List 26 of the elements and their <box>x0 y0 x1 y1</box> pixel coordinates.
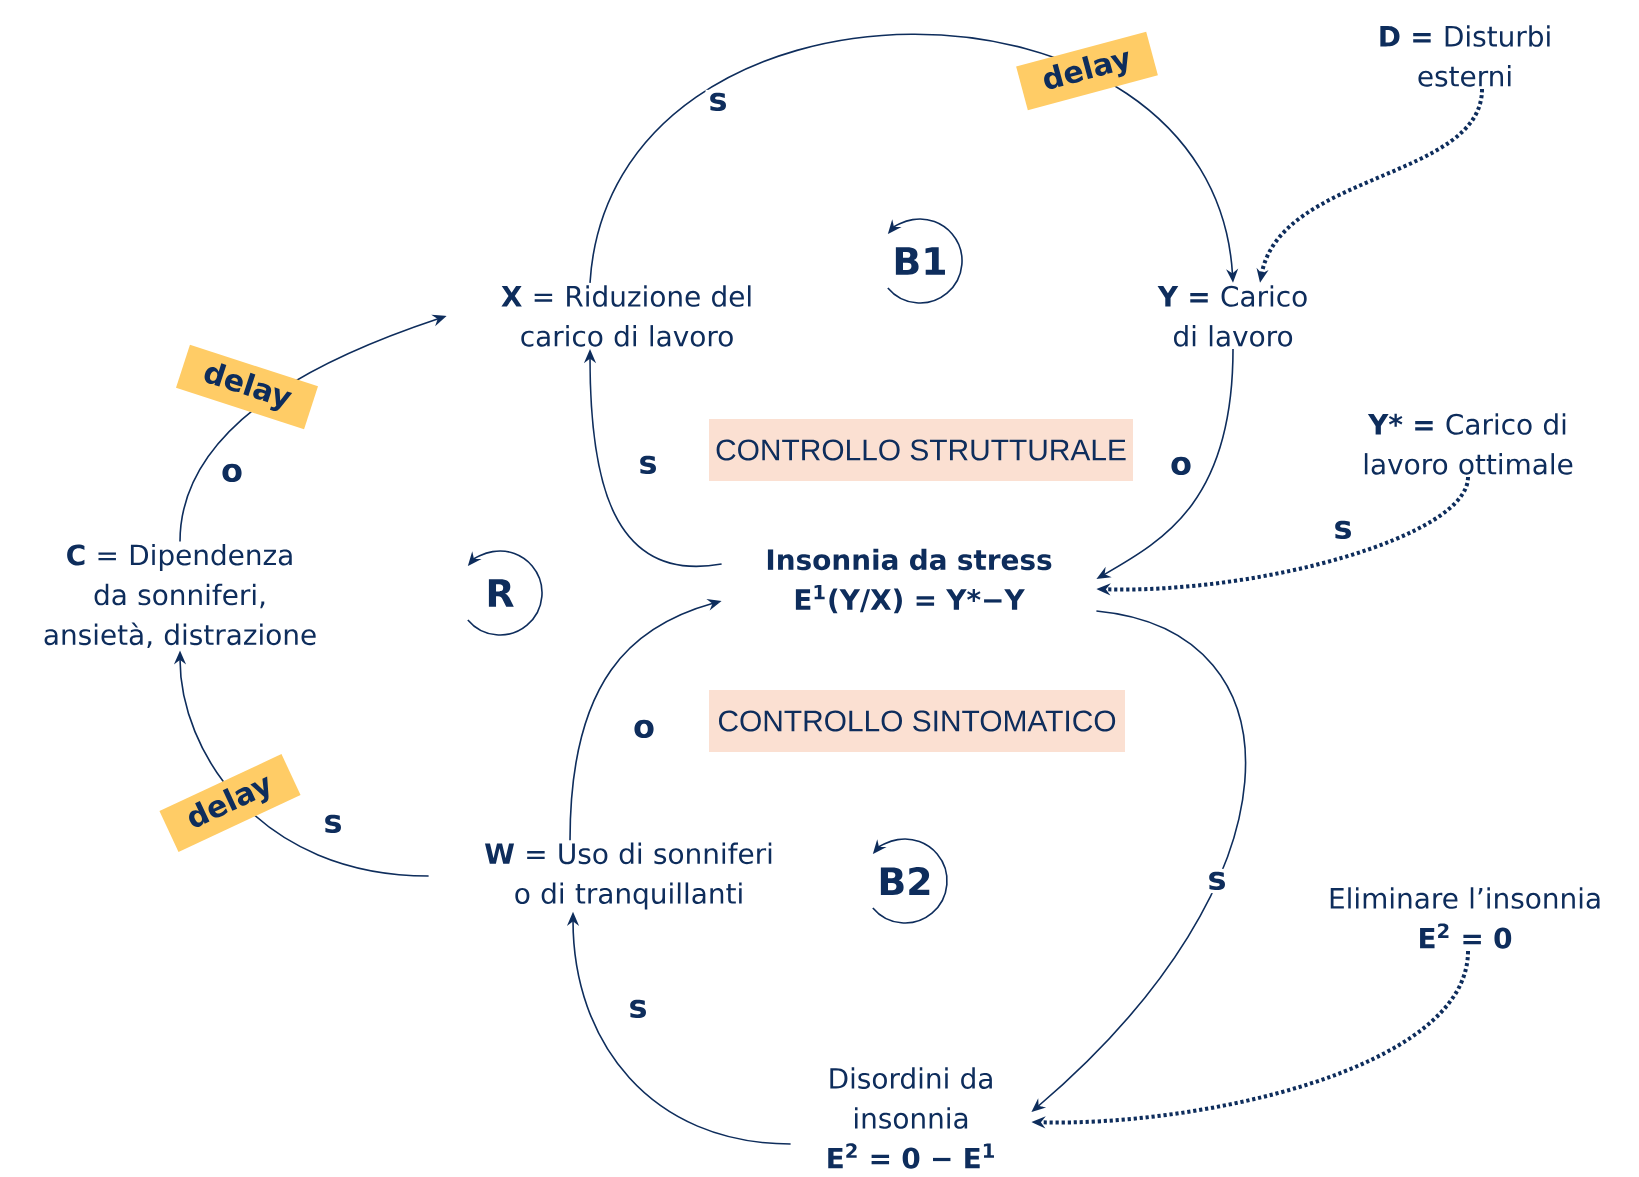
delay-tag: delay <box>176 344 318 430</box>
delay-tag: delay <box>1016 31 1158 111</box>
polarity-label: s <box>1330 517 1356 543</box>
polarity-label: s <box>320 811 346 837</box>
polarity-label: s <box>635 452 661 478</box>
loop-label: R <box>488 579 514 607</box>
control-label-box: CONTROLLO SINTOMATICO <box>709 690 1125 752</box>
variable-label: Eliminare l’insonnia E$^{2}$ = 0 <box>1330 887 1600 949</box>
polarity-label: o <box>630 716 658 742</box>
polarity-label: o <box>1167 453 1195 479</box>
variable-label: C = Dipendenza da sonniferi, ansietà, distrazione <box>44 543 316 649</box>
loop-label: B2 <box>880 866 930 896</box>
variable-label: Insonnia da stress E$^{1}$(Y/X) = Y*−Y <box>767 548 1052 614</box>
polarity-label: s <box>705 89 731 115</box>
control-label-box: CONTROLLO STRUTTURALE <box>709 419 1133 481</box>
variable-label: X = Riduzione del carico di lavoro <box>501 285 751 347</box>
polarity-label: s <box>1204 868 1230 894</box>
variable-label: Disordini da insonnia E$^{2}$ = 0 − E$^{1}$ <box>828 1067 994 1169</box>
loop-label: B1 <box>895 247 945 275</box>
variable-label: W = Uso di sonniferi o di tranquillanti <box>485 842 772 910</box>
polarity-label: s <box>625 996 651 1022</box>
causal-arrow <box>589 33 1239 284</box>
variable-label: Y = Carico di lavoro <box>1157 285 1307 347</box>
variable-label: D = Disturbi esterni <box>1380 25 1550 87</box>
polarity-label: o <box>218 460 246 486</box>
variable-label: Y* = Carico di lavoro ottimale <box>1364 413 1573 475</box>
